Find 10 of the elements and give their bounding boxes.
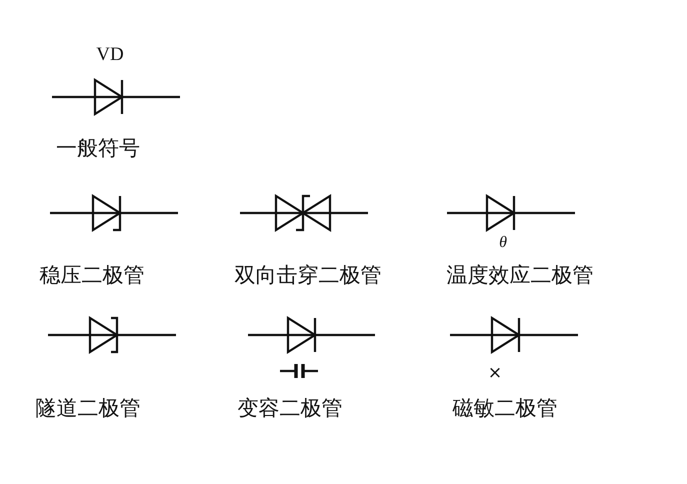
symbol-caption: 磁敏二极管 [452, 395, 558, 422]
designator-label: VD [96, 44, 124, 66]
symbol-caption: 隧道二极管 [36, 395, 140, 422]
symbol-caption: 双向击穿二极管 [234, 262, 382, 289]
symbol-caption: 变容二极管 [238, 395, 342, 422]
magnetic-mark: × [488, 363, 502, 383]
temperature-mark: θ [499, 234, 507, 252]
symbol-caption: 一般符号 [56, 135, 140, 162]
symbol-caption: 稳压二极管 [40, 262, 144, 289]
symbol-caption: 温度效应二极管 [446, 262, 594, 289]
